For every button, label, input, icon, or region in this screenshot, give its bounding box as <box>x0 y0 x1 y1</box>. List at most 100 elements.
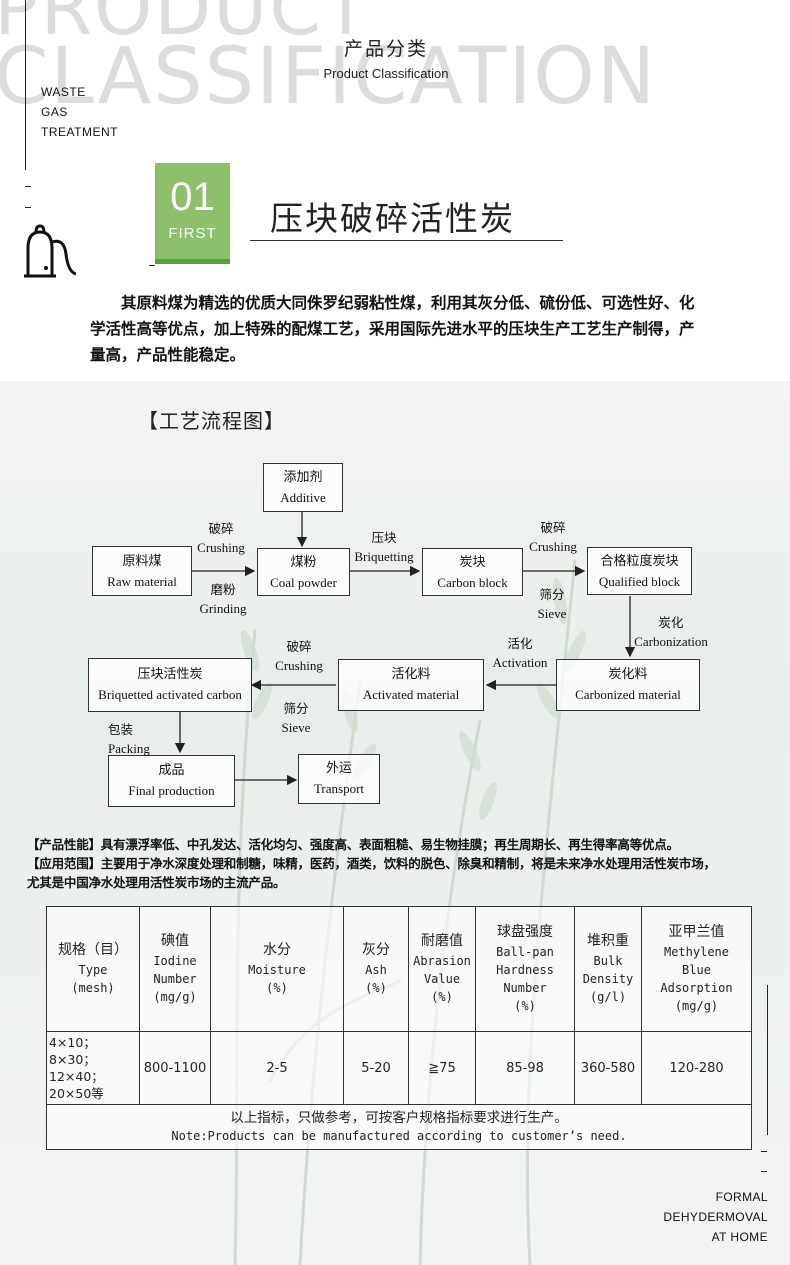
flow-box-carbon-block: 炭块 Carbon block <box>422 548 523 596</box>
flowchart-title: 【工艺流程图】 <box>138 409 285 433</box>
flow-box-en: Qualified block <box>598 574 681 589</box>
flow-box-cn: 原料煤 <box>122 554 162 569</box>
header-en: Density <box>582 972 634 986</box>
flow-label-en: Briquetting <box>354 549 414 564</box>
header-en: Number <box>153 972 197 986</box>
flow-box-additive: 添加剂 Additive <box>263 463 343 512</box>
spec-line: 4×10； <box>49 1035 96 1050</box>
section-badge: 01 FIRST <box>155 163 230 259</box>
header-en: (mesh) <box>71 981 115 995</box>
header-en: (%) <box>514 999 536 1013</box>
bottom-label-line2: DEHYDERMOVAL <box>663 1210 768 1224</box>
header-en: Iodine <box>153 954 197 968</box>
header-cn: 球盘强度 <box>497 924 553 940</box>
flow-box-en: Coal powder <box>270 575 337 590</box>
bottom-label-line3: AT HOME <box>711 1230 768 1244</box>
flow-label-en: Crushing <box>275 658 323 673</box>
table-footer-note: 以上指标，只做参考，可按客户规格指标要求进行生产。 Note:Products … <box>46 1104 752 1150</box>
flow-box-cn: 炭化料 <box>608 667 648 682</box>
footer-note-cn: 以上指标，只做参考，可按客户规格指标要求进行生产。 <box>230 1110 568 1126</box>
table-header-cell: 规格（目） Type (mesh) <box>46 906 140 1032</box>
table-cell: 2-5 <box>210 1031 344 1105</box>
table-cell: 800-1100 <box>139 1031 211 1105</box>
flow-box-qualified-block: 合格粒度炭块 Qualified block <box>587 547 692 595</box>
flow-box-cn: 合格粒度炭块 <box>600 554 679 569</box>
flow-label-packing: 包装 Packing <box>108 720 150 758</box>
flow-box-cn: 活化料 <box>391 667 431 682</box>
flow-box-carbonized-material: 炭化料 Carbonized material <box>556 659 700 711</box>
flow-box-en: Carbon block <box>437 575 508 590</box>
flow-label-en: Crushing <box>197 540 245 555</box>
badge-word: FIRST <box>168 225 217 242</box>
section-title-underline <box>250 240 563 241</box>
flow-box-coal-powder: 煤粉 Coal powder <box>257 548 350 596</box>
header-en: Abrasion <box>413 954 471 968</box>
badge-tick <box>149 265 155 266</box>
flow-label-cn: 破碎 <box>540 520 566 535</box>
flow-label-sieve: 筛分 Sieve <box>534 585 570 623</box>
flow-label-activation: 活化 Activation <box>490 634 550 672</box>
flow-label-en: Crushing <box>529 539 577 554</box>
flow-box-en: Briquetted activated carbon <box>98 687 242 702</box>
flow-label-en: Sieve <box>537 606 567 621</box>
header-en: (mg/g) <box>153 990 197 1004</box>
badge-underline <box>155 259 230 264</box>
gas-cylinder-icon <box>24 224 77 278</box>
flow-label-crushing: 破碎 Crushing <box>196 519 246 557</box>
flow-box-en: Transport <box>313 781 365 796</box>
flow-box-cn: 炭块 <box>459 555 486 570</box>
section-title: 压块破碎活性炭 <box>270 199 515 238</box>
table-footer-row: 以上指标，只做参考，可按客户规格指标要求进行生产。 Note:Products … <box>46 1104 752 1150</box>
flow-label-grinding: 磨粉 Grinding <box>198 580 248 618</box>
table-cell: 360-580 <box>574 1031 642 1105</box>
flow-label-en: Grinding <box>199 601 247 616</box>
header-cn: 耐磨值 <box>421 933 463 949</box>
table-cell: 5-20 <box>343 1031 409 1105</box>
flow-label-sieve: 筛分 Sieve <box>278 699 314 737</box>
flow-box-en: Carbonized material <box>575 687 681 702</box>
left-vertical-line <box>25 0 26 170</box>
flow-label-cn: 破碎 <box>208 521 234 536</box>
header-en: Type <box>78 963 108 977</box>
flow-label-carbonization: 炭化 Carbonization <box>633 613 709 651</box>
header-en: Hardness <box>496 963 554 977</box>
header-en: Bulk <box>593 954 623 968</box>
flow-box-en: Additive <box>280 490 326 505</box>
header-en: Moisture <box>248 963 306 977</box>
table-row: 4×10； 8×30； 12×40； 20×50等 800-1100 2-5 5-20… <box>46 1031 752 1105</box>
left-tick <box>25 186 31 187</box>
flow-label-cn: 包装 <box>108 722 134 737</box>
flow-label-en: Sieve <box>281 720 311 735</box>
header-en: Number <box>503 981 547 995</box>
side-label-line2: GAS <box>41 105 68 119</box>
flow-box-transport: 外运 Transport <box>298 754 380 804</box>
flow-label-cn: 炭化 <box>658 615 684 630</box>
header-en: (%) <box>365 981 387 995</box>
flow-label-crushing: 破碎 Crushing <box>274 637 324 675</box>
header-cn: 规格（目） <box>58 942 128 958</box>
flow-label-cn: 磨粉 <box>210 582 236 597</box>
spec-line: 20×50等 <box>49 1086 104 1101</box>
table-cell-spec: 4×10； 8×30； 12×40； 20×50等 <box>46 1031 140 1105</box>
header-en: Ball-pan <box>496 945 554 959</box>
flow-box-cn: 成品 <box>158 763 185 778</box>
table-cell: 120-280 <box>641 1031 752 1105</box>
flow-label-en: Carbonization <box>634 634 708 649</box>
table-cell: ≧75 <box>408 1031 476 1105</box>
background-word-product: PRODUCT <box>0 0 371 52</box>
flow-label-cn: 筛分 <box>283 701 309 716</box>
flow-box-final-production: 成品 Final production <box>108 755 235 807</box>
header-en: Adsorption <box>660 981 733 995</box>
flow-box-en: Final production <box>128 783 215 798</box>
spec-line: 12×40； <box>49 1069 104 1084</box>
header-en: (%) <box>266 981 288 995</box>
spec-line: 8×30； <box>49 1052 96 1067</box>
left-tick <box>25 207 31 208</box>
flow-label-cn: 活化 <box>507 636 533 651</box>
